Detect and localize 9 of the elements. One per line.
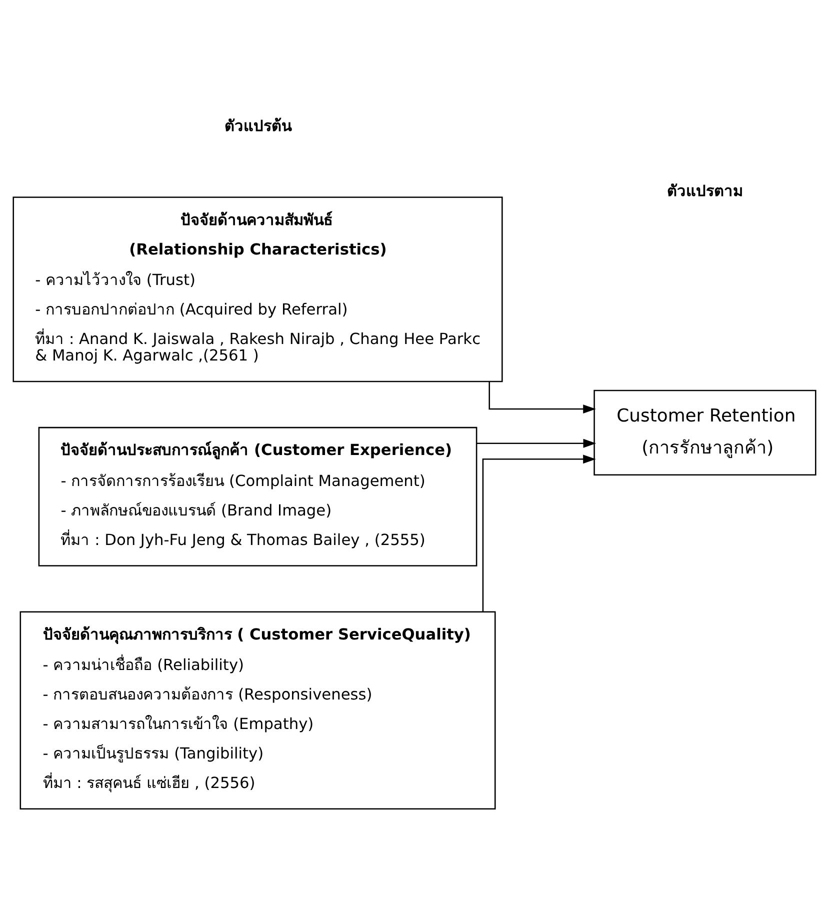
node-box: Customer Retention (การรักษาลูกค้า) <box>594 390 816 476</box>
arrow <box>482 454 596 612</box>
node-box: ปัจจัยด้านประสบการณ์ลูกค้า (Customer Experience) - การจัดการการร้องเรียน (Complaint Management) - ภาพลักษณ์ของแบรนด์ (Brand Image) ที่มา : Don Jyh-Fu Jeng & Thomas Bailey , (2555) <box>38 426 478 566</box>
node-box: ปัจจัยด้านความสัมพันธ์ (Relationship Characteristics) - ความไว้วางใจ (Trust) - การบอกปากต่อปาก (Acquired by Referral) ที่มา : Anand K. Jaiswala , Rakesh Nirajb , Chang Hee Parkc & Manoj K. Agarwalc ,(2561 ) <box>12 196 503 382</box>
node-box: ปัจจัยด้านคุณภาพการบริการ ( Customer ServiceQuality) - ความน่าเชื่อถือ (Reliability) - การตอบสนองความต้องการ (Responsiveness) - ความสามารถในการเข้าใจ (Empathy) - ความเป็นรูปธรรม (Tangibility) ที่มา : รสสุคนธ์ แซ่เฮีย , (2556) <box>20 611 496 810</box>
arrow <box>476 438 596 448</box>
label: ตัวแปรต้น <box>224 116 292 135</box>
label: ตัวแปรตาม <box>667 182 744 200</box>
arrow <box>488 382 596 414</box>
